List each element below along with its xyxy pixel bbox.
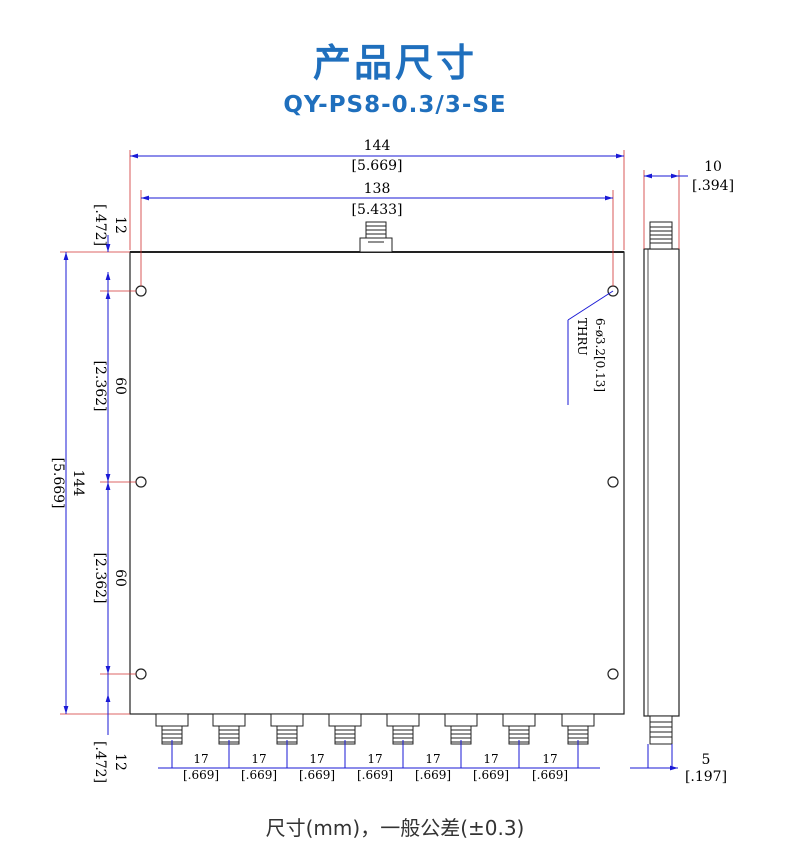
pitch-mm: 17 bbox=[193, 752, 208, 766]
side-top-connector bbox=[649, 221, 673, 250]
dim-top-offset-mm: 12 bbox=[112, 216, 128, 234]
pitch-mm: 17 bbox=[483, 752, 498, 766]
holes-note-thru: THRU bbox=[575, 318, 589, 356]
pitch-inch: [.669] bbox=[532, 768, 568, 782]
dim-thickness-inch: [.394] bbox=[692, 178, 734, 194]
output-connector bbox=[444, 713, 478, 745]
pitch-inch: [.669] bbox=[415, 768, 451, 782]
pitch-mm: 17 bbox=[251, 752, 266, 766]
output-connector bbox=[561, 713, 595, 745]
output-connector bbox=[270, 713, 304, 745]
dim-bottom-offset-mm: 12 bbox=[112, 753, 128, 771]
dim-thickness-mm: 10 bbox=[704, 159, 722, 175]
side-view-body bbox=[643, 248, 680, 717]
mounting-hole bbox=[135, 668, 147, 680]
mounting-hole bbox=[607, 668, 619, 680]
front-view-body bbox=[129, 251, 625, 715]
dim-side-offset-inch: [.197] bbox=[685, 769, 727, 785]
dim-lower-spacing-inch: [2.362] bbox=[92, 552, 108, 603]
dim-width-mm: 144 bbox=[364, 138, 391, 154]
output-connector bbox=[386, 713, 420, 745]
dim-height-inch: [5.669] bbox=[50, 457, 66, 508]
dim-hole-spacing-inch: [5.433] bbox=[351, 202, 402, 218]
pitch-mm: 17 bbox=[367, 752, 382, 766]
output-connector bbox=[328, 713, 362, 745]
model-number: QY-PS8-0.3/3-SE bbox=[283, 92, 507, 118]
output-connector bbox=[212, 713, 246, 745]
tolerance-note: 尺寸(mm)，一般公差(±0.3) bbox=[265, 816, 525, 840]
pitch-inch: [.669] bbox=[473, 768, 509, 782]
mounting-hole bbox=[135, 476, 147, 488]
page-title: 产品尺寸 bbox=[312, 41, 477, 85]
holes-note-spec: 6-ø3.2[0.13] bbox=[593, 318, 607, 392]
pitch-inch: [.669] bbox=[183, 768, 219, 782]
pitch-mm: 17 bbox=[309, 752, 324, 766]
pitch-mm: 17 bbox=[542, 752, 557, 766]
pitch-mm: 17 bbox=[425, 752, 440, 766]
dim-upper-spacing-inch: [2.362] bbox=[92, 360, 108, 411]
mounting-hole bbox=[135, 285, 147, 297]
dim-height-mm: 144 bbox=[70, 470, 86, 497]
dim-width-inch: [5.669] bbox=[351, 158, 402, 174]
output-connector bbox=[502, 713, 536, 745]
output-connector bbox=[155, 713, 189, 745]
pitch-inch: [.669] bbox=[357, 768, 393, 782]
input-connector bbox=[359, 221, 393, 253]
dim-bottom-offset-inch: [.472] bbox=[92, 741, 108, 783]
pitch-inch: [.669] bbox=[241, 768, 277, 782]
output-connectors bbox=[155, 713, 595, 745]
dim-side-offset-mm: 5 bbox=[702, 752, 711, 768]
dim-top-offset-inch: [.472] bbox=[92, 204, 108, 246]
dim-upper-spacing-mm: 60 bbox=[112, 377, 128, 395]
mounting-hole bbox=[607, 476, 619, 488]
side-bottom-connector bbox=[649, 715, 673, 745]
dim-lower-spacing-mm: 60 bbox=[112, 569, 128, 587]
pitch-inch: [.669] bbox=[299, 768, 335, 782]
dim-hole-spacing-mm: 138 bbox=[364, 181, 391, 197]
